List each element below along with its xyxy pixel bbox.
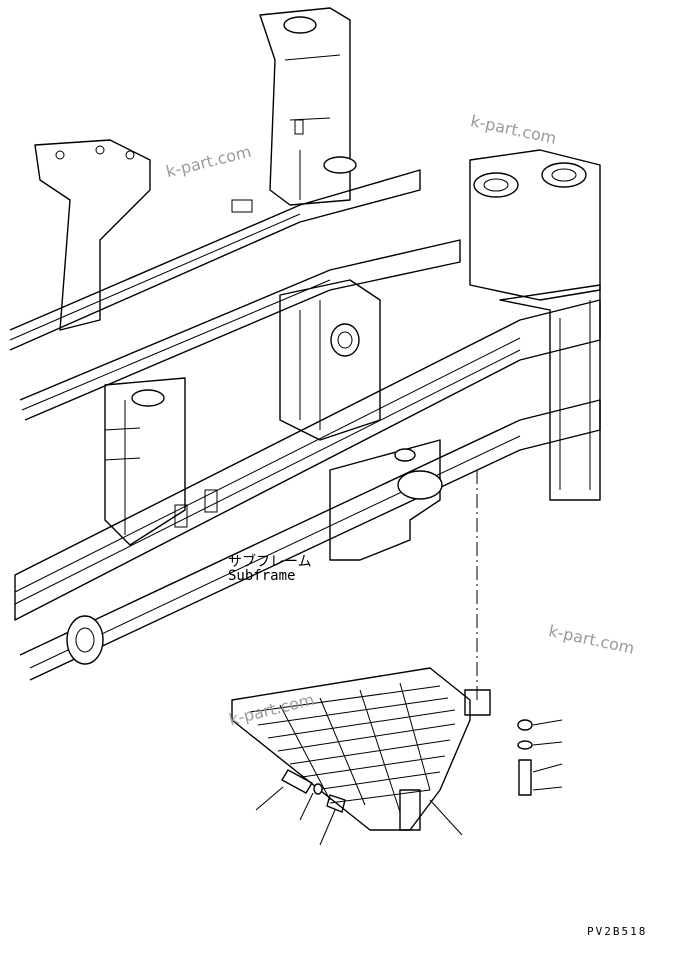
washer-right (517, 740, 533, 750)
front-frame-rail (14, 299, 601, 681)
right-end-box (469, 149, 601, 501)
washer-left (313, 783, 323, 795)
step-grating (231, 667, 491, 831)
left-small-column (104, 377, 218, 546)
drawing-code: PV2B518 (587, 925, 648, 938)
subframe-label-jp: サブフレーム (228, 554, 312, 570)
lower-pivot-bracket (329, 439, 443, 561)
nut-right (517, 719, 533, 731)
center-mount-block (279, 279, 381, 441)
top-center-column (259, 7, 357, 206)
spacer-left (326, 794, 346, 813)
fasteners (281, 719, 533, 813)
bolt-left (281, 769, 313, 794)
front-roller (66, 615, 104, 665)
leader-lines (255, 719, 563, 846)
bolt-right (518, 759, 532, 796)
left-top-bracket (34, 139, 253, 331)
subframe-label-en: Subframe (228, 568, 296, 584)
rear-frame-rail (9, 169, 461, 421)
